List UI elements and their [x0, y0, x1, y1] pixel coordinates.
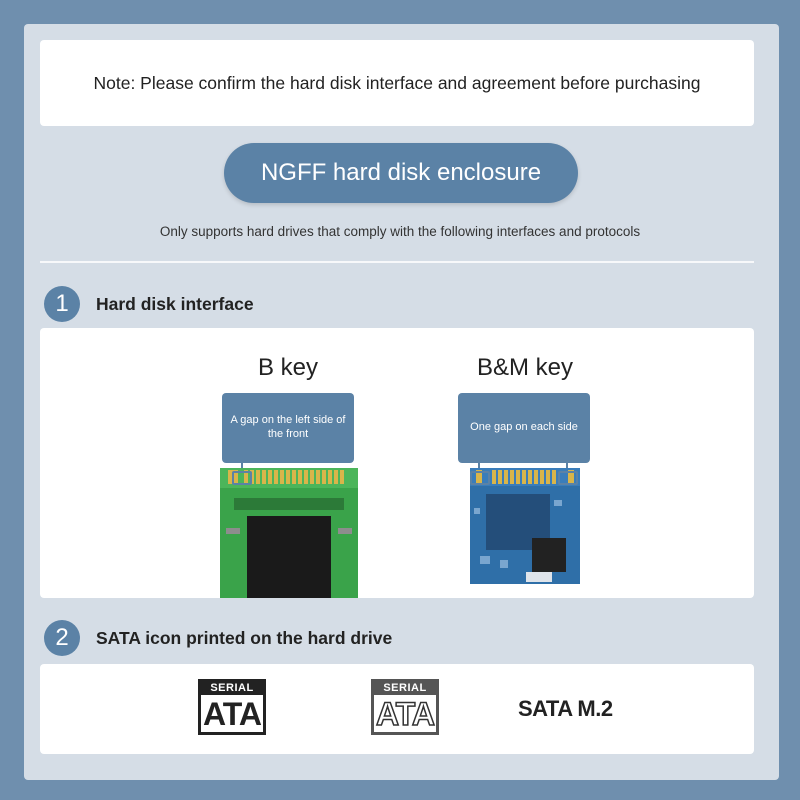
serial-ata-logo-serial: SERIAL	[374, 682, 436, 695]
divider	[40, 261, 754, 263]
subtitle: Only supports hard drives that comply wi…	[159, 224, 641, 239]
serial-ata-logo-ata: ATA	[202, 696, 262, 732]
section-number-badge: 2	[44, 620, 80, 656]
enclosure-title-pill: NGFF hard disk enclosure	[224, 143, 578, 203]
serial-ata-logo: SERIAL ATA	[198, 679, 266, 735]
serial-ata-logo-alt: SERIAL ATA	[371, 679, 439, 735]
b-key-callout: A gap on the left side of the front	[222, 393, 354, 463]
bm-key-title: B&M key	[476, 354, 574, 381]
gap-marker-right	[558, 471, 578, 485]
b-key-ssd-image	[220, 468, 358, 598]
sata-m2-logo: SATA M.2	[518, 696, 613, 721]
note-banner: Note: Please confirm the hard disk inter…	[40, 40, 754, 126]
bm-key-callout-text: One gap on each side	[470, 421, 578, 434]
section-2-header: 2 SATA icon printed on the hard drive	[44, 620, 392, 656]
sata-icon-panel: SERIAL ATA SERIAL ATA SATA M.2	[40, 664, 754, 754]
section-title: Hard disk interface	[96, 293, 254, 314]
pill-title: NGFF hard disk enclosure	[260, 159, 542, 186]
section-title: SATA icon printed on the hard drive	[96, 627, 393, 648]
b-key-title: B key	[257, 354, 319, 381]
bm-key-ssd-image	[470, 468, 580, 584]
serial-ata-logo-serial: SERIAL	[201, 682, 263, 695]
serial-ata-logo-ata: ATA	[375, 695, 436, 733]
section-1-header: 1 Hard disk interface	[44, 286, 254, 322]
interface-panel: B key A gap on the left side of the fron…	[40, 328, 754, 598]
note-text: Note: Please confirm the hard disk inter…	[93, 72, 701, 93]
bm-key-callout: One gap on each side	[458, 393, 590, 463]
gap-marker	[232, 471, 252, 485]
section-number-badge: 1	[44, 286, 80, 322]
gap-marker-left	[470, 471, 490, 485]
b-key-callout-text: A gap on the left side of the front	[230, 414, 346, 440]
